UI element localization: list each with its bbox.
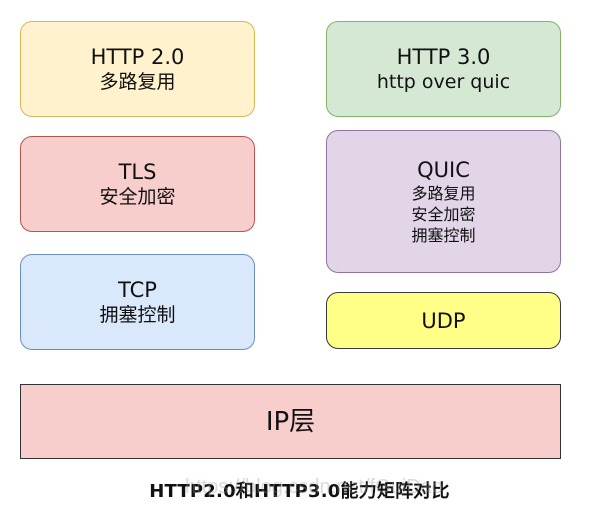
quic-line-congestion: 拥塞控制 — [411, 226, 476, 245]
ip-layer-label: IP层 — [265, 406, 316, 437]
tls-box: TLS 安全加密 — [20, 136, 255, 232]
http2-subtitle: 多路复用 — [99, 70, 176, 93]
udp-box: UDP — [326, 292, 561, 349]
tls-subtitle: 安全加密 — [99, 185, 176, 208]
http2-box: HTTP 2.0 多路复用 — [20, 21, 255, 117]
watermark: https://blog.csdn.net/fGuiDao — [185, 476, 443, 498]
http3-title: HTTP 3.0 — [396, 44, 491, 69]
ip-layer-box: IP层 — [20, 384, 561, 459]
http3-subtitle: http over quic — [376, 70, 511, 93]
diagram-caption: HTTP2.0和HTTP3.0能力矩阵对比 — [149, 481, 450, 502]
quic-box: QUIC 多路复用 安全加密 拥塞控制 — [326, 130, 561, 273]
tcp-title: TCP — [118, 277, 157, 302]
http2-title: HTTP 2.0 — [90, 44, 185, 69]
http3-box: HTTP 3.0 http over quic — [326, 21, 561, 117]
udp-title: UDP — [421, 308, 466, 333]
quic-line-encryption: 安全加密 — [411, 205, 476, 224]
quic-title: QUIC — [417, 158, 470, 182]
quic-line-multiplex: 多路复用 — [411, 184, 476, 203]
tcp-box: TCP 拥塞控制 — [20, 254, 255, 350]
tls-title: TLS — [118, 159, 157, 184]
tcp-subtitle: 拥塞控制 — [99, 303, 176, 326]
